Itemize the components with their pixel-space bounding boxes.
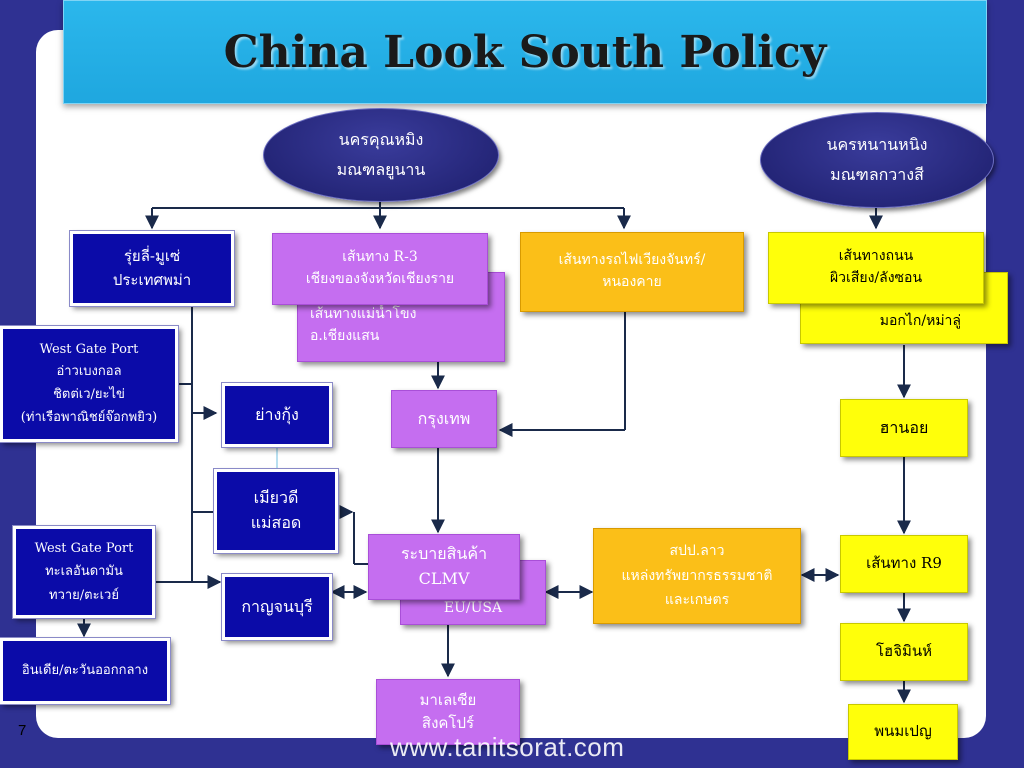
box-bangkok: กรุงเทพ bbox=[391, 390, 497, 448]
box-myawaddy: เมียวดี แม่สอด bbox=[213, 468, 339, 554]
box-distribute-line2: CLMV bbox=[418, 569, 470, 588]
oval-kunming-line1: นครคุณหมิง bbox=[338, 129, 424, 149]
box-hcmc: โฮจิมินห์ bbox=[840, 623, 968, 681]
oval-kunming: นครคุณหมิง มณฑลยูนาน bbox=[263, 108, 499, 202]
box-road-line2: ผิวเสียง/ลังซอน bbox=[829, 270, 923, 286]
box-ruili-line2: ประเทศพม่า bbox=[112, 270, 192, 289]
page-number: 7 bbox=[18, 722, 27, 739]
box-yangon-line1: ย่างกุ้ง bbox=[255, 404, 299, 424]
box-rail: เส้นทางรถไฟเวียงจันทร์/ หนองคาย bbox=[520, 232, 744, 312]
box-mekong-line2: อ.เชียงแสน bbox=[310, 328, 380, 344]
box-hcmc-line1: โฮจิมินห์ bbox=[875, 642, 933, 661]
box-euusa-line1: EU/USA bbox=[443, 600, 503, 617]
oval-kunming-line2: มณฑลยูนาน bbox=[336, 160, 426, 179]
box-india-line1: อินเดีย/ตะวันออกกลาง bbox=[21, 662, 149, 678]
box-road: เส้นทางถนน ผิวเสียง/ลังซอน bbox=[768, 232, 984, 304]
box-westgate-bengal-line4: (ท่าเรือพาณิชย์จ๊อกพยิว) bbox=[20, 409, 158, 425]
box-hanoi-line1: ฮานอย bbox=[879, 417, 929, 437]
box-monkai-line1: มอกไก/หม่าลู่ bbox=[879, 313, 961, 330]
box-india: อินเดีย/ตะวันออกกลาง bbox=[0, 637, 171, 705]
box-distribute: ระบายสินค้า CLMV bbox=[368, 534, 520, 600]
box-laos-line3: และเกษตร bbox=[664, 592, 730, 609]
box-r9-line1: เส้นทาง R9 bbox=[866, 554, 942, 573]
box-malaysia-line2: สิงคโปร์ bbox=[421, 714, 475, 732]
box-distribute-line1: ระบายสินค้า bbox=[400, 544, 488, 564]
box-road-line1: เส้นทางถนน bbox=[838, 248, 914, 265]
box-bangkok-line1: กรุงเทพ bbox=[417, 408, 471, 428]
oval-nanning-line2: มณฑลกวางสี bbox=[830, 165, 924, 184]
box-r9: เส้นทาง R9 bbox=[840, 535, 968, 593]
box-myawaddy-line2: แม่สอด bbox=[250, 513, 302, 532]
box-ruili-line1: รุ่ยลี่-มูเซ่ bbox=[123, 247, 181, 266]
box-rail-line2: หนองคาย bbox=[602, 274, 662, 290]
box-hanoi: ฮานอย bbox=[840, 399, 968, 457]
watermark-url: www.tanitsorat.com bbox=[390, 732, 625, 762]
box-phnompenh-line1: พนมเปญ bbox=[874, 722, 932, 741]
box-mekong-line1: เส้นทางแม่น้ำโขง bbox=[310, 306, 417, 323]
box-rail-line1: เส้นทางรถไฟเวียงจันทร์/ bbox=[558, 252, 706, 269]
box-westgate-andaman-line1: West Gate Port bbox=[34, 540, 134, 556]
slide-title: China Look South Policy bbox=[223, 26, 827, 78]
title-bar: China Look South Policy bbox=[63, 0, 987, 104]
box-westgate-bengal-line1: West Gate Port bbox=[39, 341, 139, 357]
box-myawaddy-line1: เมียวดี bbox=[253, 488, 299, 508]
box-westgate-bengal: West Gate Port อ่าวเบงกอล ชิตต่เว/ยะไข่ … bbox=[0, 325, 179, 443]
box-r3-line1: เส้นทาง R-3 bbox=[342, 249, 418, 266]
box-malaysia-line1: มาเลเซีย bbox=[419, 690, 477, 709]
box-ruili: รุ่ยลี่-มูเซ่ ประเทศพม่า bbox=[69, 230, 235, 307]
box-kanchanaburi-line1: กาญจนบุรี bbox=[241, 596, 313, 616]
box-r3: เส้นทาง R-3 เชียงของจังหวัดเชียงราย bbox=[272, 233, 488, 305]
box-westgate-andaman-line2: ทะเลอันดามัน bbox=[45, 564, 123, 580]
box-r3-line2: เชียงของจังหวัดเชียงราย bbox=[305, 271, 455, 287]
box-laos-line2: แหล่งทรัพยากรธรรมชาติ bbox=[621, 567, 773, 584]
box-phnompenh: พนมเปญ bbox=[848, 704, 958, 760]
oval-nanning-line1: นครหนานหนิง bbox=[826, 134, 928, 154]
box-malaysia: มาเลเซีย สิงคโปร์ bbox=[376, 679, 520, 745]
box-westgate-bengal-line3: ชิตต่เว/ยะไข่ bbox=[53, 387, 125, 402]
box-kanchanaburi: กาญจนบุรี bbox=[221, 573, 333, 641]
box-laos-line1: สปป.ลาว bbox=[669, 543, 725, 560]
box-westgate-andaman-line3: ทวาย/ตะเวย์ bbox=[49, 587, 119, 603]
box-laos: สปป.ลาว แหล่งทรัพยากรธรรมชาติ และเกษตร bbox=[593, 528, 801, 624]
box-westgate-andaman: West Gate Port ทะเลอันดามัน ทวาย/ตะเวย์ bbox=[12, 525, 156, 619]
box-yangon: ย่างกุ้ง bbox=[221, 382, 333, 448]
oval-nanning: นครหนานหนิง มณฑลกวางสี bbox=[760, 112, 994, 208]
box-westgate-bengal-line2: อ่าวเบงกอล bbox=[56, 364, 122, 380]
